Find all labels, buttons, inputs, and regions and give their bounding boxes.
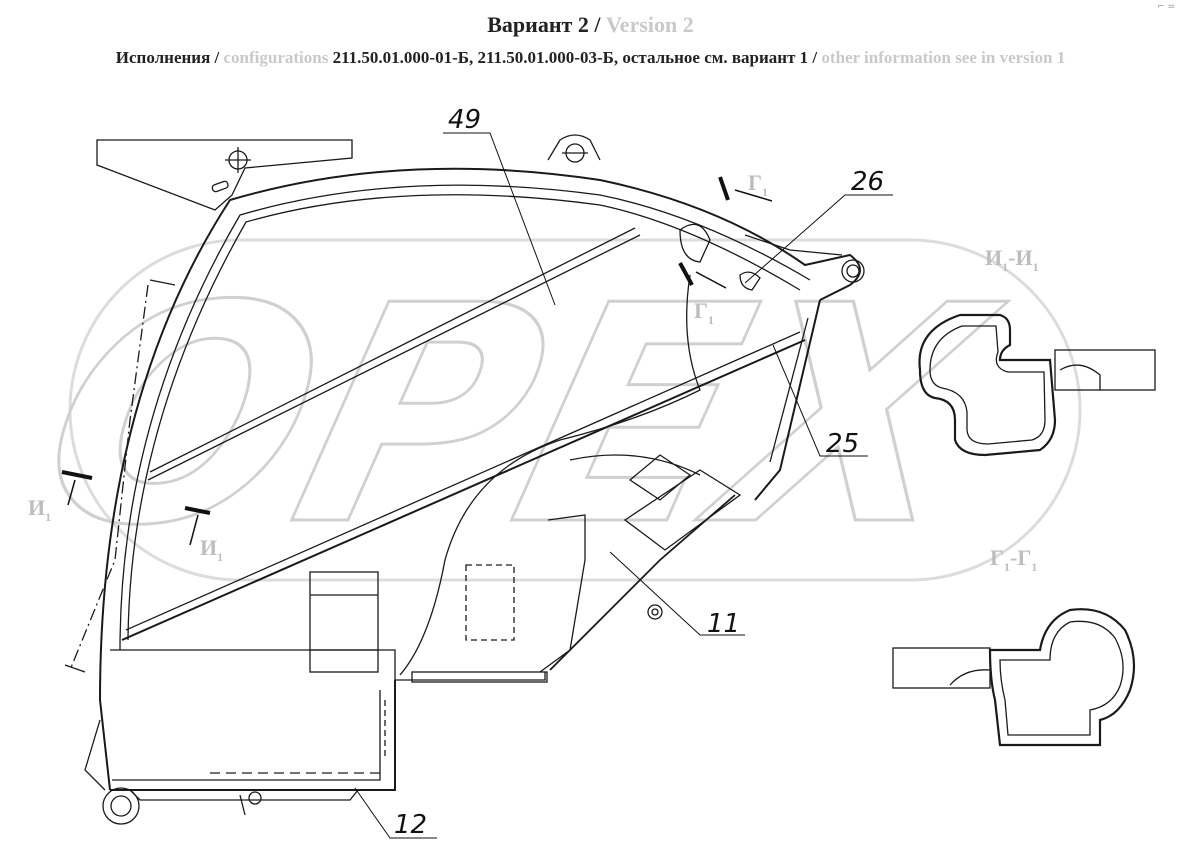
top-bracket bbox=[96, 139, 353, 211]
callout-25: 25 bbox=[826, 429, 859, 459]
i-cut-arrow-inner bbox=[189, 514, 199, 546]
diagonal-member-upper-2 bbox=[149, 227, 636, 473]
left-lower-lug bbox=[64, 664, 86, 673]
top-lug bbox=[547, 134, 601, 161]
watermark: OPEX bbox=[11, 238, 1082, 592]
section-g-weld bbox=[949, 669, 991, 686]
callout-11: 11 bbox=[707, 609, 740, 639]
title-ru: Вариант 2 / bbox=[487, 12, 601, 37]
bottom-left-bracket bbox=[84, 719, 106, 791]
cabin-assembly bbox=[64, 134, 1156, 825]
console-upper-panel bbox=[628, 454, 692, 501]
g-cut-mark-mid bbox=[678, 262, 694, 286]
bracket-slot bbox=[211, 180, 229, 193]
i-cut-mark-inner bbox=[184, 506, 211, 515]
base-inner-outline bbox=[112, 690, 381, 781]
leader-25 bbox=[772, 344, 868, 457]
bottom-wheel bbox=[102, 787, 140, 825]
watermark-frame bbox=[68, 238, 1082, 582]
leader-lines bbox=[354, 132, 893, 839]
leader-26 bbox=[744, 194, 893, 284]
console-fastener-inner bbox=[651, 608, 659, 616]
g-cut-arrow-top bbox=[734, 189, 773, 202]
callout-12: 12 bbox=[394, 810, 427, 840]
base-outline bbox=[110, 680, 396, 791]
section-label-i-left: И1 bbox=[28, 495, 51, 524]
section-marks bbox=[61, 176, 773, 546]
diagonal-member-lower bbox=[121, 339, 806, 641]
mounting-pattern bbox=[465, 564, 515, 641]
left-upper-lug bbox=[149, 279, 176, 286]
subtitle-ru-1: Исполнения / bbox=[115, 48, 220, 67]
section-i-tube bbox=[1054, 349, 1156, 391]
page-subtitle: Исполнения / configurations 211.50.01.00… bbox=[0, 48, 1181, 68]
section-title-g: Г1-Г1 bbox=[990, 545, 1037, 574]
i-cut-mark-left bbox=[61, 470, 93, 480]
subtitle-en-1: configurations bbox=[223, 48, 329, 67]
g-cut-mark-top bbox=[718, 176, 730, 201]
diagonal-member-lower-2 bbox=[125, 331, 801, 631]
bottom-fastener bbox=[248, 791, 262, 805]
section-i-profile-inner bbox=[929, 325, 1046, 445]
seat-block bbox=[309, 571, 379, 673]
subtitle-ru-2: 211.50.01.000-01-Б, 211.50.01.000-03-Б, … bbox=[332, 48, 818, 67]
g-cut-arrow-mid bbox=[695, 271, 727, 289]
bottom-pin bbox=[239, 794, 246, 816]
section-label-g-mid: Г1 bbox=[694, 298, 714, 327]
inner-frame-2 bbox=[127, 194, 801, 641]
section-i-weld bbox=[1059, 364, 1101, 390]
left-axis-line bbox=[69, 284, 149, 671]
callout-49: 49 bbox=[448, 105, 481, 135]
right-lug-hole-inner bbox=[846, 264, 860, 278]
leader-49 bbox=[443, 132, 556, 306]
title-en: Version 2 bbox=[605, 12, 694, 37]
subtitle-en-2: other information see in version 1 bbox=[821, 48, 1066, 67]
leader-12 bbox=[354, 787, 437, 839]
right-pillar bbox=[754, 299, 821, 501]
inner-panel-contour bbox=[399, 274, 701, 676]
section-title-i: И1-И1 bbox=[985, 245, 1039, 274]
right-lug-hole bbox=[841, 259, 865, 283]
right-top-bracket bbox=[744, 234, 843, 256]
base-bottom-rail bbox=[129, 789, 359, 801]
upper-right-plate bbox=[679, 223, 711, 263]
inner-frame bbox=[119, 184, 811, 651]
item-26-part bbox=[739, 271, 761, 291]
section-g-tube bbox=[892, 647, 991, 689]
section-label-i-inner: И1 bbox=[200, 535, 223, 564]
leader-11 bbox=[609, 551, 745, 636]
section-label-g-top: Г1 bbox=[748, 170, 768, 199]
page-title: Вариант 2 / Version 2 bbox=[0, 12, 1181, 38]
section-g-profile bbox=[988, 608, 1136, 747]
i-cut-arrow-left bbox=[67, 479, 76, 506]
section-g-profile-inner bbox=[999, 620, 1124, 736]
inner-panel-curve bbox=[569, 454, 701, 476]
floor-plate bbox=[411, 671, 548, 683]
corner-mark: ⌐ = bbox=[1157, 2, 1175, 12]
console-left-panel bbox=[539, 514, 586, 673]
bottom-wheel-inner bbox=[110, 795, 132, 817]
base-top-edge bbox=[110, 649, 546, 681]
watermark-text: OPEX bbox=[13, 241, 1024, 591]
diagonal-member-upper bbox=[147, 234, 641, 481]
callout-26: 26 bbox=[851, 167, 884, 197]
console-fastener bbox=[647, 604, 663, 620]
section-i-profile bbox=[918, 313, 1057, 457]
